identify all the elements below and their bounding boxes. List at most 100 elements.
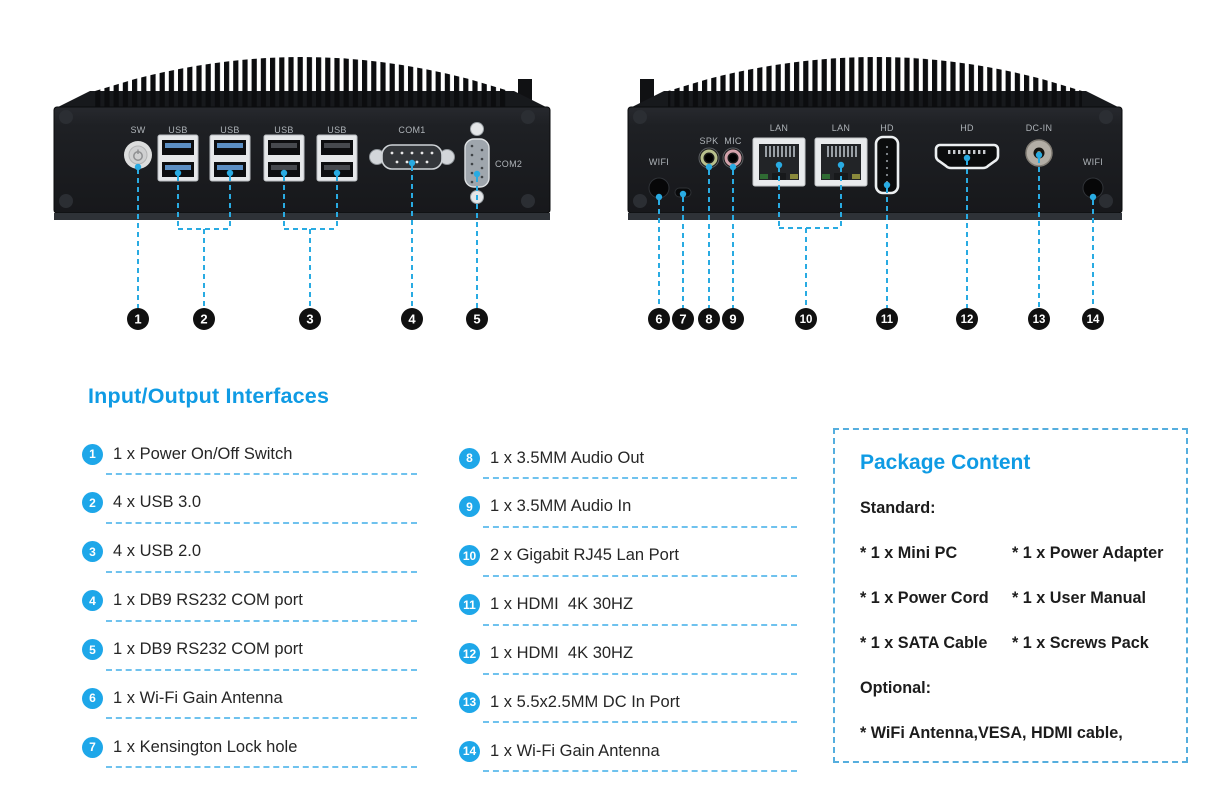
package-item: * 1 x Mini PC [860, 544, 958, 562]
item-number-badge: 8 [459, 447, 480, 469]
io-item: 10 2 x Gigabit RJ45 Lan Port [459, 543, 814, 592]
io-item-label: 1 x DB9 RS232 COM port [113, 591, 303, 610]
spk-label: SPK [700, 136, 719, 146]
front-callout-badges: 1 2 3 4 5 [127, 308, 488, 330]
usb2-ports [263, 134, 358, 182]
callout-badge-9: 9 [729, 312, 736, 327]
io-item-label: 1 x Wi-Fi Gain Antenna [113, 688, 283, 707]
io-item-label: 1 x HDMI 4K 30HZ [490, 644, 634, 663]
item-number-badge: 1 [82, 443, 103, 465]
package-item: * 1 x Power Adapter [1012, 544, 1164, 562]
item-number-badge: 4 [82, 590, 103, 612]
item-number-badge: 2 [82, 492, 103, 514]
item-number-badge: 12 [459, 643, 480, 665]
rear-callout-badges: 6 7 8 9 10 11 12 13 14 [648, 308, 1104, 330]
dashed-divider [483, 477, 797, 479]
callout-badge-6: 6 [655, 312, 662, 327]
callout-badge-12: 12 [961, 314, 974, 326]
io-section-title: Input/Output Interfaces [88, 384, 330, 408]
io-item: 6 1 x Wi-Fi Gain Antenna [82, 685, 434, 734]
io-item: 13 1 x 5.5x2.5MM DC In Port [459, 689, 814, 738]
corner-screw [633, 194, 647, 208]
package-content-rows: Standard: * 1 x Mini PC * 1 x Power Adap… [860, 486, 1176, 756]
dashed-divider [106, 473, 417, 475]
dashed-divider [106, 766, 417, 769]
callout-badge-5: 5 [473, 312, 480, 327]
item-number-badge: 11 [459, 594, 480, 616]
corner-screw [521, 110, 535, 124]
item-number-badge: 14 [459, 740, 480, 762]
lan-label: LAN [770, 123, 788, 133]
io-item-label: 4 x USB 3.0 [113, 493, 202, 512]
power-icon [133, 149, 143, 161]
item-number-badge: 13 [459, 691, 480, 713]
io-item-label: 1 x 5.5x2.5MM DC In Port [490, 692, 680, 711]
corner-screw [633, 110, 647, 124]
rear-panel-figure: WIFI SPK MIC LAN LAN HD HD DC-IN WIFI [627, 57, 1123, 330]
io-item: 5 1 x DB9 RS232 COM port [82, 637, 434, 686]
corner-screw [521, 194, 535, 208]
callout-badge-3: 3 [306, 312, 313, 327]
package-item: * 1 x Screws Pack [1012, 634, 1149, 652]
hdmi-label: HD [880, 123, 894, 133]
package-item: * 1 x User Manual [1012, 589, 1147, 607]
package-content-box: Package Content Standard: * 1 x Mini PC … [833, 428, 1188, 763]
front-panel-figure: SW USB USB USB USB COM1 COM2 [53, 57, 551, 330]
callout-badge-4: 4 [408, 312, 416, 327]
dashed-divider [483, 672, 797, 675]
package-item: * 1 x SATA Cable [860, 634, 988, 652]
dashed-divider [483, 623, 797, 626]
corner-screw [1099, 110, 1113, 124]
package-row: * 1 x SATA Cable * 1 x Screws Pack [860, 621, 1176, 666]
callout-dots [655, 151, 1097, 201]
package-content-title: Package Content [860, 451, 1031, 474]
dashed-divider [106, 668, 417, 671]
item-number-badge: 5 [82, 639, 103, 661]
rear-chassis [627, 57, 1123, 220]
io-item: 12 1 x HDMI 4K 30HZ [459, 641, 814, 690]
io-item-label: 2 x Gigabit RJ45 Lan Port [490, 546, 679, 565]
dc-in-label: DC-IN [1026, 123, 1053, 133]
io-item: 4 1 x DB9 RS232 COM port [82, 588, 434, 637]
usb3-ports [157, 134, 251, 182]
corner-screw [59, 194, 73, 208]
hdmi-vertical-port [874, 135, 900, 195]
callout-dots [134, 159, 481, 178]
heatsink-fins [668, 57, 1082, 107]
rear-callout-lines [658, 158, 1094, 308]
io-item-label: 1 x DB9 RS232 COM port [113, 640, 303, 659]
item-number-badge: 6 [82, 687, 103, 709]
wifi-label: WIFI [649, 157, 669, 167]
dashed-divider [483, 770, 797, 773]
item-number-badge: 10 [459, 545, 480, 567]
optional-item: * WiFi Antenna,VESA, HDMI cable, [860, 724, 1123, 742]
usb-label: USB [327, 125, 346, 135]
callout-badge-10: 10 [800, 314, 813, 326]
callout-badge-2: 2 [200, 312, 207, 327]
io-item: 14 1 x Wi-Fi Gain Antenna [459, 738, 814, 787]
package-row: * 1 x Mini PC * 1 x Power Adapter [860, 531, 1176, 576]
wifi-label: WIFI [1083, 157, 1103, 167]
standard-label: Standard: [860, 499, 936, 517]
io-item-label: 1 x Wi-Fi Gain Antenna [490, 741, 660, 760]
corner-screw [59, 110, 73, 124]
item-number-badge: 3 [82, 541, 103, 563]
com2-label: COM2 [495, 159, 522, 169]
io-item: 2 4 x USB 3.0 [82, 490, 434, 539]
callout-badge-7: 7 [679, 312, 686, 327]
dashed-divider [106, 521, 417, 524]
sw-label: SW [130, 125, 145, 135]
item-number-badge: 7 [82, 736, 103, 758]
dashed-divider [106, 570, 417, 573]
heatsink-fins [95, 57, 509, 107]
usb-label: USB [168, 125, 187, 135]
dashed-divider [483, 574, 797, 577]
optional-label: Optional: [860, 679, 932, 697]
